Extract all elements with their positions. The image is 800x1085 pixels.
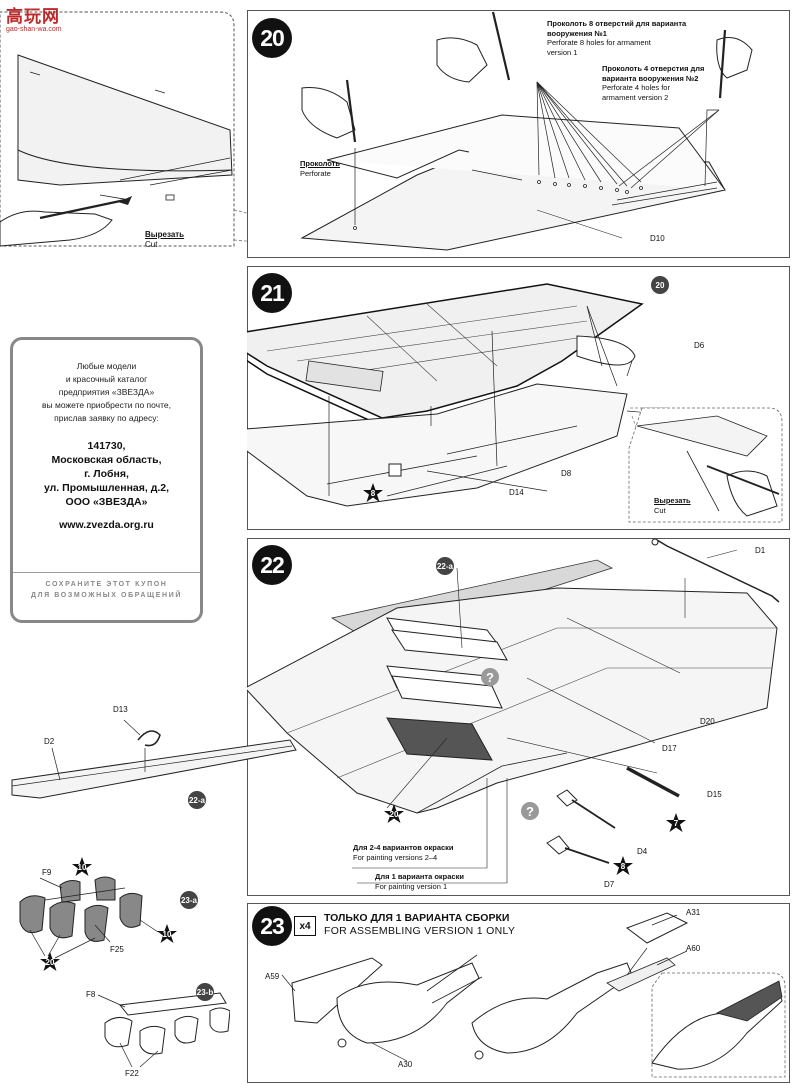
step22-part-d17: D17 [662, 744, 677, 753]
coupon-addr4: ул. Промышленная, д.2, [43, 482, 170, 494]
coupon-addr1: 141730, [87, 440, 126, 452]
step23a-star-10b: 10 [156, 923, 178, 945]
step23-multiplier: x4 [294, 916, 316, 936]
step23b-part-f22: F22 [125, 1069, 139, 1078]
step23a-star-20: 20 [39, 951, 61, 973]
step22-badge-22a: 22-a [436, 557, 454, 575]
step23a-part-f25: F25 [110, 945, 124, 954]
step23a-part-f9: F9 [42, 868, 52, 877]
step23b-badge: 23-b [196, 983, 214, 1001]
coupon-intro: Любые модели и красочный каталог предпри… [13, 360, 200, 425]
step-23a-drawing [19, 876, 159, 959]
coupon-addr2: Московская область, [51, 454, 162, 466]
step22-painting24-callout: Для 2-4 вариантов окраски For painting v… [353, 843, 454, 862]
step23a-star-10a-text: 10 [77, 862, 87, 872]
step-23-number: 23 [252, 906, 292, 946]
step-23-drawing [281, 912, 786, 1078]
step21-cut-en: Cut [654, 505, 666, 515]
step22-painting24-en: For painting versions 2–4 [353, 852, 438, 862]
step-20-drawing [300, 11, 753, 251]
step21-paint-star-8: 8 [362, 482, 384, 504]
step22-part-d15: D15 [707, 790, 722, 799]
step20-perforate8-callout: Проколоть 8 отверстий для варианта воору… [547, 19, 687, 57]
step22-painting1-callout: Для 1 варианта окраски For painting vers… [375, 872, 464, 891]
step20-perforate8-ru: Проколоть 8 отверстий для варианта воору… [547, 19, 687, 38]
step22-part-d4: D4 [637, 847, 648, 856]
step23b-part-f8: F8 [86, 990, 96, 999]
coupon-line3: предприятия «ЗВЕЗДА» [58, 387, 155, 397]
step22-question-2: ? [521, 802, 539, 820]
step22a-part-d13: D13 [113, 705, 128, 714]
topleft-wing-detail [0, 11, 406, 256]
coupon-address: 141730, Московская область, г. Лобня, ул… [13, 439, 200, 509]
step23a-star-20-text: 20 [45, 957, 55, 967]
step23-title: ТОЛЬКО ДЛЯ 1 ВАРИАНТА СБОРКИ FOR ASSEMBL… [324, 912, 515, 938]
step20-perforate-en: Perforate [300, 168, 331, 178]
step23-part-a60: A60 [686, 944, 701, 953]
step20-part-d10: D10 [650, 234, 665, 243]
step22-part-d7: D7 [604, 880, 615, 889]
step21-cut-ru: Вырезать [654, 496, 691, 505]
step21-badge-20: 20 [651, 276, 669, 294]
coupon-line2: и красочный каталог [65, 374, 148, 384]
step-23b-drawing [97, 992, 230, 1068]
step22-painting1-ru: Для 1 варианта окраски [375, 872, 464, 881]
step20-perforate-ru: Проколоть [300, 159, 340, 168]
step23a-star-10a: 10 [71, 856, 93, 878]
coupon-footer1: СОХРАНИТЕ ЭТОТ КУПОН [45, 581, 168, 588]
step21-part-d6: D6 [694, 341, 705, 350]
topleft-cut-ru: Вырезать [145, 230, 185, 239]
step23a-badge: 23-a [180, 891, 198, 909]
step22-painting1-en: For painting version 1 [375, 881, 448, 891]
step23a-star-10b-text: 10 [162, 929, 172, 939]
coupon-addr5: ООО «ЗВЕЗДА» [65, 496, 148, 508]
step22-star-7: 7 [665, 812, 687, 834]
step20-perforate4-en: Perforate 4 holes for armament version 2 [602, 83, 670, 102]
step21-part-d8: D8 [561, 469, 572, 478]
step23-title-en: FOR ASSEMBLING VERSION 1 ONLY [324, 925, 516, 937]
topleft-cut-en: Cut [145, 240, 158, 249]
step21-part-d14: D14 [509, 488, 524, 497]
step-21-number: 21 [252, 273, 292, 313]
step-22a-drawing [11, 719, 297, 799]
coupon-addr3: г. Лобня, [84, 468, 129, 480]
step23-part-a59: A59 [265, 972, 280, 981]
step22-star-8-text: 8 [620, 861, 626, 871]
topleft-cut-label: Вырезать Cut [145, 230, 184, 250]
step23-part-a30: A30 [398, 1060, 413, 1069]
coupon-line1: Любые модели [76, 361, 137, 371]
step20-perforate4-callout: Проколоть 4 отверстия для варианта воору… [602, 64, 732, 102]
step22a-part-d2: D2 [44, 737, 55, 746]
coupon-line5: прислав заявку по адресу: [54, 413, 159, 423]
step-20-number: 20 [252, 18, 292, 58]
coupon-line4: вы можете приобрести по почте, [41, 400, 171, 410]
step-22-number: 22 [252, 545, 292, 585]
step21-cut-callout: Вырезать Cut [654, 496, 691, 515]
step-21-drawing [247, 283, 783, 523]
step20-perforate-callout: Проколоть Perforate [300, 159, 340, 178]
watermark-subtitle: gao-shan-wa.com [6, 26, 62, 33]
coupon-website[interactable]: www.zvezda.org.ru [59, 519, 154, 531]
step22a-badge: 22-a [188, 791, 206, 809]
step22-part-d1: D1 [755, 546, 766, 555]
step22-question-1: ? [481, 668, 499, 686]
order-coupon: Любые модели и красочный каталог предпри… [10, 337, 203, 623]
step22-star-20: 20 [383, 803, 405, 825]
step23-part-a31: A31 [686, 908, 701, 917]
step22-part-d20: D20 [700, 717, 715, 726]
step22-star-20-text: 20 [389, 809, 399, 819]
step20-perforate4-ru: Проколоть 4 отверстия для варианта воору… [602, 64, 705, 83]
step22-painting24-ru: Для 2-4 вариантов окраски [353, 843, 454, 852]
step22-star-8: 8 [612, 855, 634, 877]
step-22-drawing [247, 538, 780, 884]
coupon-footer: СОХРАНИТЕ ЭТОТ КУПОН ДЛЯ ВОЗМОЖНЫХ ОБРАЩ… [13, 572, 200, 601]
coupon-footer2: ДЛЯ ВОЗМОЖНЫХ ОБРАЩЕНИЙ [31, 592, 182, 599]
step20-perforate8-en: Perforate 8 holes for armament version 1 [547, 38, 651, 57]
step21-paint-star-8-text: 8 [370, 488, 376, 498]
step23-title-ru: ТОЛЬКО ДЛЯ 1 ВАРИАНТА СБОРКИ [324, 912, 510, 924]
step22-star-7-text: 7 [673, 818, 679, 828]
